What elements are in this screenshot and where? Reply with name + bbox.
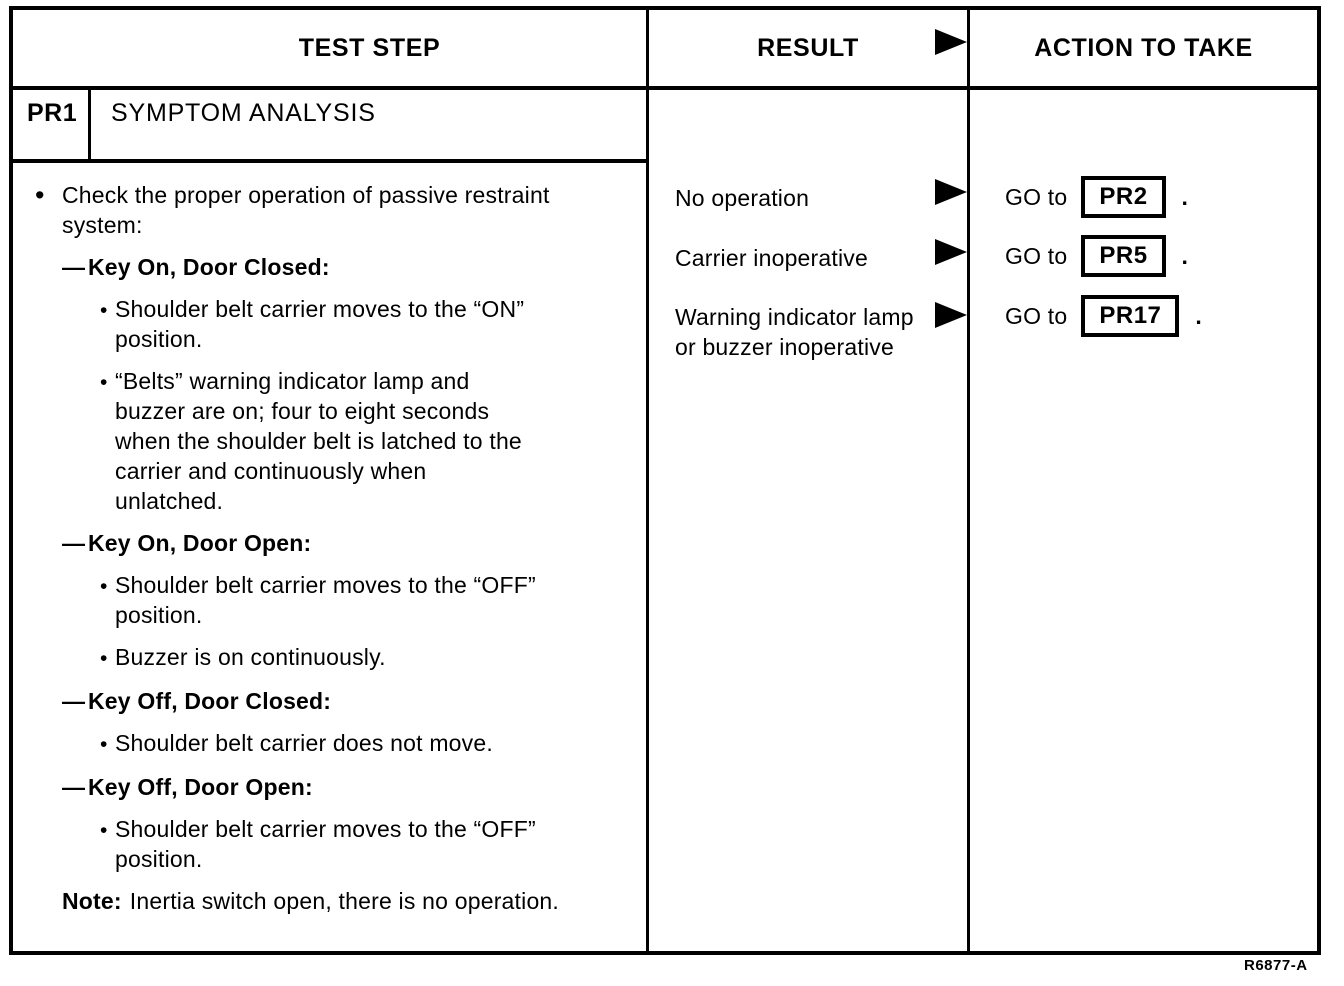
sub-item: Buzzer is on continuously. bbox=[100, 642, 646, 674]
action-row: GO to PR5 . bbox=[1005, 233, 1188, 279]
action-period: . bbox=[1181, 183, 1189, 210]
arrow-right-icon bbox=[935, 302, 967, 328]
dash-icon bbox=[62, 252, 88, 282]
header-result-label: RESULT bbox=[757, 33, 859, 62]
action-go-text: GO to bbox=[1005, 302, 1068, 329]
bullet-icon bbox=[35, 180, 62, 240]
result-label: No operation bbox=[675, 185, 810, 211]
action-row: GO to PR2 . bbox=[1005, 174, 1188, 220]
section-heading-text: Key Off, Door Open: bbox=[88, 774, 313, 800]
dash-icon bbox=[62, 772, 88, 802]
sub-item: Shoulder belt carrier moves to the “ON” … bbox=[100, 294, 646, 354]
action-target-box: PR17 bbox=[1081, 295, 1180, 337]
result-label: Carrier inoperative bbox=[675, 245, 868, 271]
section-heading-text: Key On, Door Closed: bbox=[88, 254, 330, 280]
note-label: Note: bbox=[62, 888, 122, 914]
action-go-text: GO to bbox=[1005, 183, 1068, 210]
action-go-text: GO to bbox=[1005, 242, 1068, 269]
arrow-right-icon bbox=[935, 179, 967, 205]
section-heading: Key On, Door Closed: bbox=[62, 252, 646, 282]
sub-item-text: Shoulder belt carrier does not move. bbox=[115, 730, 493, 756]
header-test-step: TEST STEP bbox=[13, 10, 646, 90]
check-item: Check the proper operation of passive re… bbox=[35, 180, 646, 240]
test-id-row: PR1 SYMPTOM ANALYSIS bbox=[13, 90, 649, 163]
bullet-icon bbox=[100, 728, 115, 760]
action-row: GO to PR17 . bbox=[1005, 293, 1202, 339]
pinpoint-test-table: TEST STEP RESULT ACTION TO TAKE PR1 SYMP… bbox=[9, 6, 1321, 955]
arrow-right-icon bbox=[935, 239, 967, 265]
note: Note: Inertia switch open, there is no op… bbox=[62, 886, 615, 916]
bullet-icon bbox=[100, 814, 115, 874]
sub-item: “Belts” warning indicator lamp and buzze… bbox=[100, 366, 646, 516]
sub-item-text: Shoulder belt carrier moves to the “OFF”… bbox=[115, 816, 536, 872]
action-target-box: PR5 bbox=[1081, 235, 1166, 277]
bullet-icon bbox=[100, 570, 115, 630]
sub-item-text: Buzzer is on continuously. bbox=[115, 644, 386, 670]
bullet-icon bbox=[100, 366, 115, 516]
sub-item-text: Shoulder belt carrier moves to the “OFF”… bbox=[115, 572, 536, 628]
header-test-step-label: TEST STEP bbox=[298, 33, 441, 62]
dash-icon bbox=[62, 528, 88, 558]
section-heading-text: Key On, Door Open: bbox=[88, 530, 312, 556]
bullet-icon bbox=[100, 642, 115, 674]
header-action-label: ACTION TO TAKE bbox=[1034, 33, 1253, 62]
test-title-cell: SYMPTOM ANALYSIS bbox=[111, 99, 376, 127]
section-heading: Key On, Door Open: bbox=[62, 528, 646, 558]
figure-reference: R6877-A bbox=[1244, 957, 1308, 974]
section-heading: Key Off, Door Closed: bbox=[62, 686, 646, 716]
sub-item: Shoulder belt carrier moves to the “OFF”… bbox=[100, 814, 646, 874]
bullet-icon bbox=[100, 294, 115, 354]
dash-icon bbox=[62, 686, 88, 716]
test-step-cell: Check the proper operation of passive re… bbox=[13, 163, 646, 951]
test-id-cell: PR1 bbox=[13, 90, 91, 159]
arrow-right-icon bbox=[935, 29, 967, 55]
column-divider bbox=[967, 10, 970, 951]
sub-item: Shoulder belt carrier does not move. bbox=[100, 728, 646, 760]
result-label: Warning indicator lamp or buzzer inopera… bbox=[675, 304, 914, 360]
action-period: . bbox=[1181, 242, 1189, 269]
sub-item-text: “Belts” warning indicator lamp and buzze… bbox=[115, 368, 522, 514]
sub-item-text: Shoulder belt carrier moves to the “ON” … bbox=[115, 296, 525, 352]
note-text: Inertia switch open, there is no operati… bbox=[129, 888, 560, 914]
sub-item: Shoulder belt carrier moves to the “OFF”… bbox=[100, 570, 646, 630]
check-item-text: Check the proper operation of passive re… bbox=[62, 182, 550, 238]
column-divider bbox=[646, 10, 649, 951]
section-heading-text: Key Off, Door Closed: bbox=[88, 688, 332, 714]
header-action: ACTION TO TAKE bbox=[970, 10, 1317, 90]
action-period: . bbox=[1195, 302, 1202, 329]
section-heading: Key Off, Door Open: bbox=[62, 772, 646, 802]
action-target-box: PR2 bbox=[1081, 176, 1166, 218]
header-result: RESULT bbox=[649, 10, 967, 90]
